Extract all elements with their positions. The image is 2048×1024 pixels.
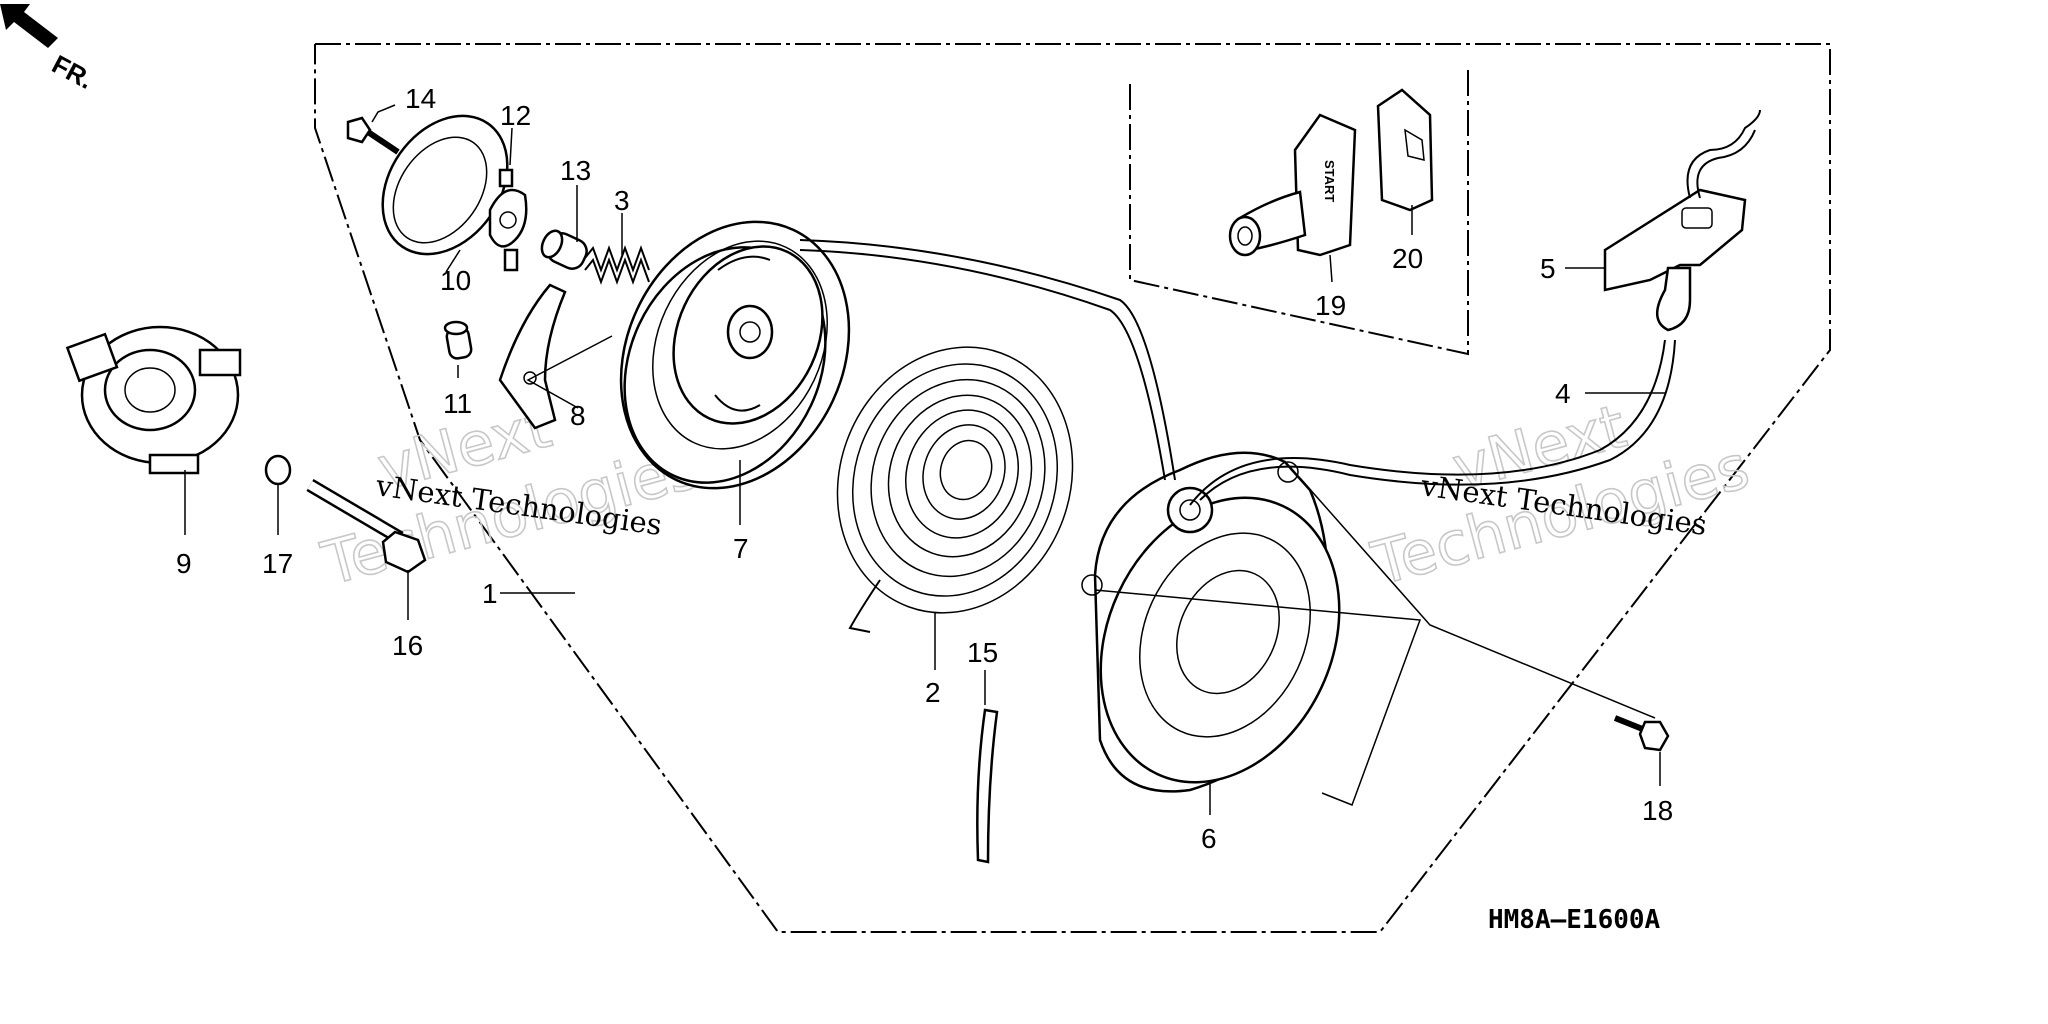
callout-16: 16 (392, 630, 423, 661)
callout-7: 7 (733, 533, 749, 564)
starter-rope-outline (799, 249, 1676, 501)
ratchet-part (498, 283, 567, 430)
ratchet-pin-part (443, 320, 473, 360)
rope-label-part (976, 708, 999, 864)
callout-15: 15 (967, 637, 998, 668)
flange-bolt-part (1613, 715, 1670, 752)
starter-grip-part (1603, 109, 1761, 332)
callout-6: 6 (1201, 823, 1217, 854)
callout-13: 13 (560, 155, 591, 186)
callout-12: 12 (500, 100, 531, 131)
direction-label: FR. (47, 49, 98, 95)
callout-20: 20 (1392, 243, 1423, 274)
callout-9: 9 (176, 548, 192, 579)
ratchet-guide-part (488, 168, 528, 272)
ratchet-pulley-part (65, 325, 242, 475)
collar-part (540, 229, 588, 270)
callout-labels: 14 12 13 3 10 11 8 9 17 16 1 7 2 15 6 18… (176, 83, 1673, 854)
callout-10: 10 (440, 265, 471, 296)
callout-19: 19 (1315, 290, 1346, 321)
handle-inset-boundary (1129, 66, 1469, 356)
reel-part (619, 220, 851, 490)
start-text: START (1322, 160, 1337, 202)
callout-11: 11 (443, 388, 472, 419)
washer-part (264, 454, 292, 486)
callout-2: 2 (925, 677, 941, 708)
alternate-grip-part: START (1228, 113, 1357, 257)
callout-14: 14 (405, 83, 436, 114)
callout-8: 8 (570, 400, 586, 431)
assembly-boundary (314, 43, 1831, 933)
recoil-spring-part (836, 346, 1074, 633)
callout-17: 17 (262, 548, 293, 579)
callout-1: 1 (482, 578, 498, 609)
callout-4: 4 (1555, 378, 1571, 409)
shaft-bolt-part (306, 478, 427, 574)
front-arrow-icon (0, 4, 58, 48)
friction-plate-part (381, 114, 509, 256)
friction-plate-bolt-part (346, 116, 400, 155)
starter-rope-part (799, 239, 1666, 506)
callout-3: 3 (614, 185, 630, 216)
callout-18: 18 (1642, 795, 1673, 826)
grip-insert-part (1376, 88, 1434, 212)
callout-5: 5 (1540, 253, 1556, 284)
drawing-code: HM8A—E1600A (1488, 905, 1661, 935)
leader-lines (184, 104, 1665, 815)
ratchet-spring-part (584, 245, 650, 285)
starter-case-part (1081, 451, 1341, 793)
